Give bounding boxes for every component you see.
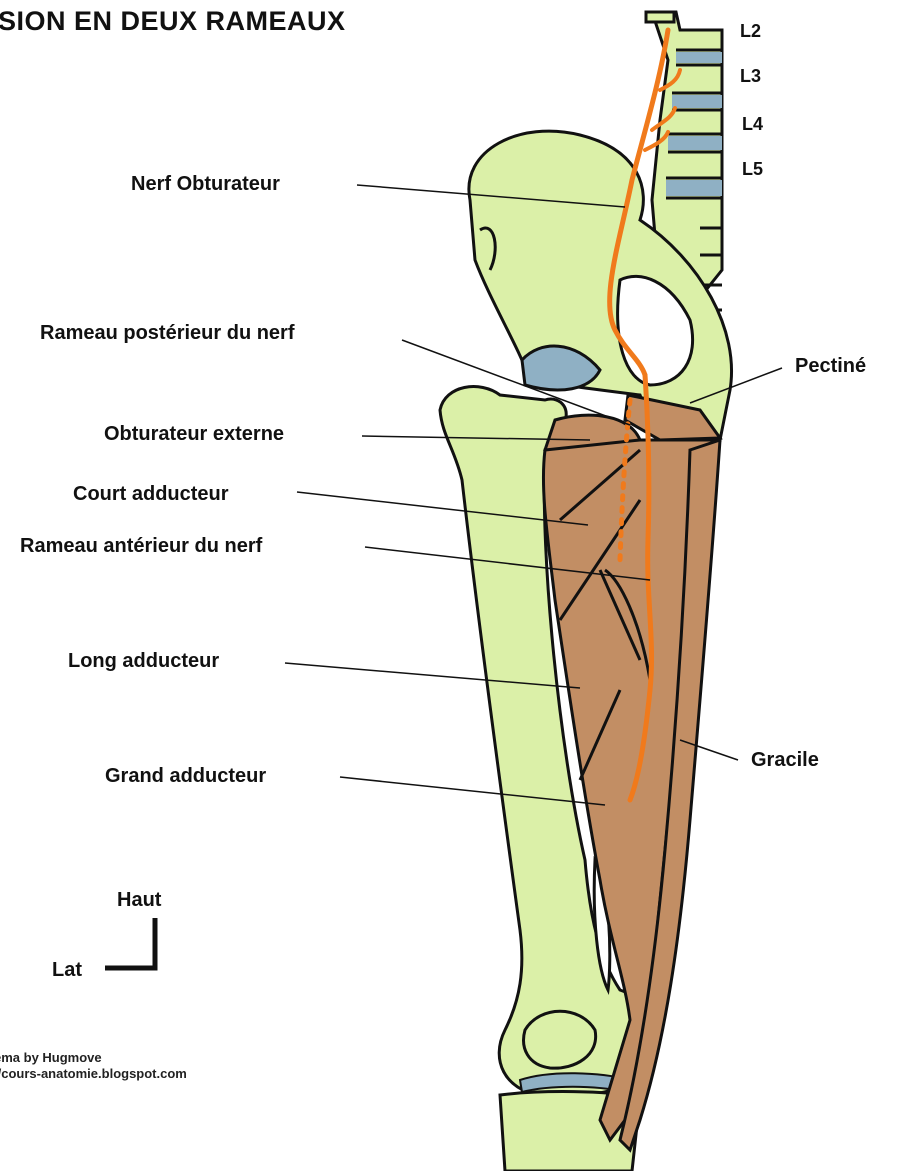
vertebra-label-l5: L5 <box>742 160 763 178</box>
vertebra-label-l4: L4 <box>742 115 763 133</box>
label-court-adducteur: Court adducteur <box>73 484 229 504</box>
disc-l2-l3 <box>676 52 722 63</box>
label-nerf-obturateur: Nerf Obturateur <box>131 174 280 194</box>
vertebra-label-l3: L3 <box>740 67 761 85</box>
orientation-label-lateral: Lat <box>52 960 82 980</box>
label-obturateur-externe: Obturateur externe <box>104 424 284 444</box>
label-grand-adducteur: Grand adducteur <box>105 766 266 786</box>
disc-l3-l4 <box>672 95 722 108</box>
label-long-adducteur: Long adducteur <box>68 651 219 671</box>
disc-l4-l5 <box>668 136 722 150</box>
disc-l5-s1 <box>666 180 722 196</box>
credit-text: ema by Hugmove //cours-anatomie.blogspot… <box>0 1050 187 1082</box>
label-gracile: Gracile <box>751 750 819 770</box>
label-rameau-anterieur: Rameau antérieur du nerf <box>20 536 262 556</box>
patella-outline <box>524 1011 596 1068</box>
credit-line-2: //cours-anatomie.blogspot.com <box>0 1066 187 1082</box>
diagram-title: SION EN DEUX RAMEAUX <box>0 6 346 37</box>
label-pectine: Pectiné <box>795 356 866 376</box>
label-rameau-posterieur: Rameau postérieur du nerf <box>40 323 295 343</box>
credit-line-1: ema by Hugmove <box>0 1050 187 1066</box>
vertebra-label-l2: L2 <box>740 22 761 40</box>
orientation-label-up: Haut <box>117 890 161 910</box>
orientation-marker <box>105 918 155 968</box>
